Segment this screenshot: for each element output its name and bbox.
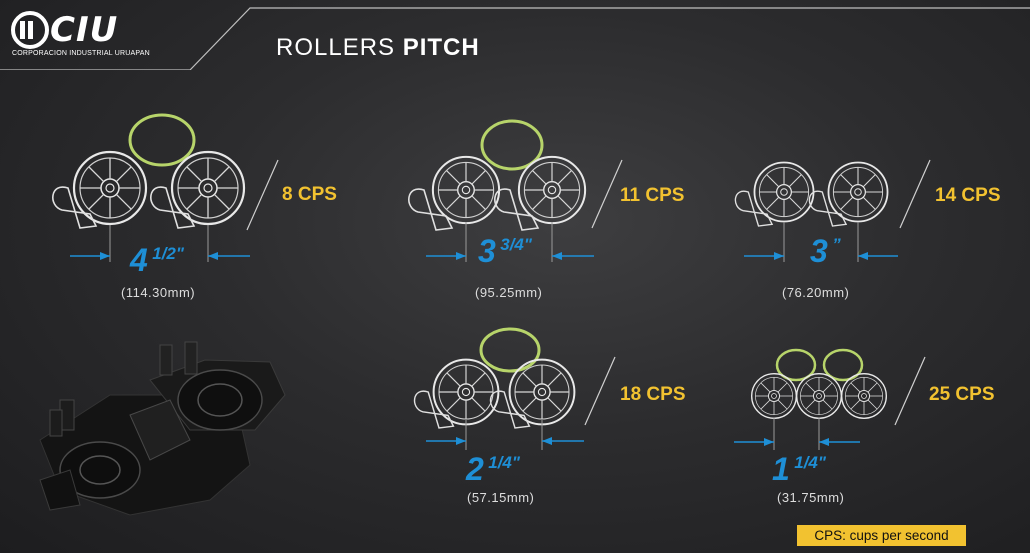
pitch-fraction: ” — [832, 235, 841, 254]
cps-label-14: 14 CPS — [935, 185, 1001, 207]
logo-emblem-icon — [11, 11, 49, 49]
header-frame — [0, 7, 1030, 70]
pitch-fraction: 1/4" — [488, 453, 520, 472]
logo-tagline: CORPORACION INDUSTRIAL URUAPAN — [12, 50, 150, 57]
pitch-value-8: 4 1/2" — [130, 242, 184, 279]
metric-value-8: (114.30mm) — [121, 285, 196, 300]
metric-value-18: (57.15mm) — [467, 490, 535, 505]
cps-unit: CPS — [955, 384, 995, 405]
pitch-whole: 4 — [130, 242, 148, 278]
cps-label-25: 25 CPS — [929, 384, 995, 406]
cps-value: 8 — [282, 184, 293, 205]
cps-value: 11 — [620, 185, 641, 206]
cps-unit: CPS — [297, 184, 337, 205]
pitch-whole: 3 — [478, 233, 496, 269]
page-title: ROLLERS PITCH — [276, 34, 480, 62]
roller-drawing-18cps — [413, 327, 616, 450]
cps-unit: CPS — [645, 185, 685, 206]
cps-label-11: 11 CPS — [620, 185, 684, 207]
pitch-value-25: 1 1/4" — [772, 451, 826, 488]
cps-label-8: 8 CPS — [282, 184, 337, 206]
pitch-value-11: 3 3/4" — [478, 233, 532, 270]
pitch-fraction: 1/4" — [794, 453, 826, 472]
pitch-whole: 1 — [772, 451, 790, 487]
cps-value: 25 — [929, 384, 951, 405]
cps-value: 14 — [935, 185, 957, 206]
cps-legend: CPS: cups per second — [797, 525, 966, 546]
metric-value-11: (95.25mm) — [475, 285, 543, 300]
pitch-value-18: 2 1/4" — [466, 451, 520, 488]
cps-value: 18 — [620, 384, 642, 405]
pitch-value-14: 3 ” — [810, 233, 841, 270]
metric-value-14: (76.20mm) — [782, 285, 850, 300]
cps-label-18: 18 CPS — [620, 384, 686, 406]
logo-wordmark: CIU — [50, 10, 119, 50]
cps-unit: CPS — [961, 185, 1001, 206]
pitch-whole: 2 — [466, 451, 484, 487]
company-logo: CIU CORPORACION INDUSTRIAL URUAPAN — [6, 8, 150, 64]
title-regular: ROLLERS — [276, 34, 396, 61]
title-bold: PITCH — [402, 34, 480, 61]
roller-drawing-11cps — [408, 119, 623, 262]
roller-assembly-render — [39, 341, 286, 516]
cps-unit: CPS — [646, 384, 686, 405]
roller-drawing-14cps — [734, 159, 931, 262]
pitch-fraction: 1/2" — [152, 244, 184, 263]
pitch-fraction: 3/4" — [500, 235, 532, 254]
metric-value-25: (31.75mm) — [777, 490, 845, 505]
pitch-whole: 3 — [810, 233, 828, 269]
roller-drawing-8cps — [52, 113, 279, 262]
roller-drawing-25cps — [734, 348, 926, 450]
